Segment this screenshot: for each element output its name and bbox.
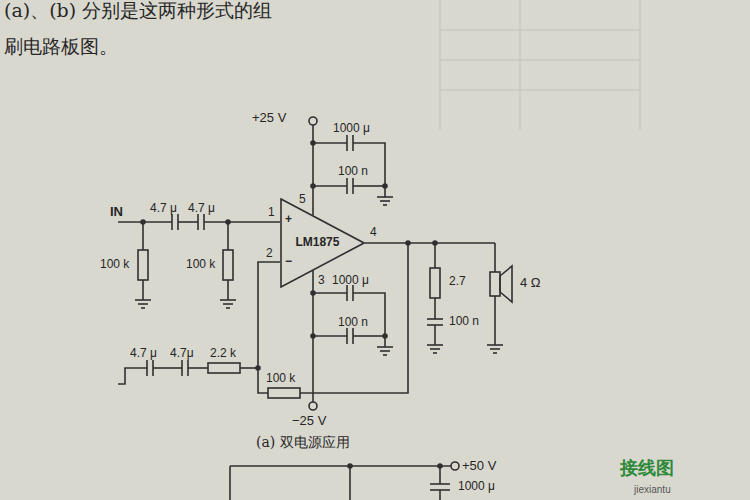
- pin-number: 3: [318, 274, 325, 288]
- supply-voltage: −25 V: [292, 414, 326, 429]
- capacitor-value: 100 n: [338, 316, 368, 330]
- capacitor-value: 1000 μ: [332, 274, 369, 288]
- signal-name: IN: [110, 205, 123, 220]
- capacitor-value: 1000 μ: [333, 122, 370, 136]
- resistor-value: 100 k: [266, 372, 295, 386]
- figure-caption: (a) 双电源应用: [256, 434, 350, 450]
- pin-number: 1: [268, 206, 275, 220]
- watermark: 接线图: [620, 458, 674, 479]
- supply-voltage: +50 V: [462, 459, 496, 474]
- amplifier-chip: LM1875: [280, 198, 365, 288]
- input-polarity: −: [285, 255, 292, 269]
- resistor-value: 100 k: [186, 258, 215, 272]
- capacitor-value: 100 n: [449, 315, 479, 329]
- watermark: jiexiantu: [634, 484, 671, 496]
- resistor-value: 2.2 k: [210, 347, 236, 361]
- body-text: (a)、(b) 分别是这两种形式的组: [4, 0, 272, 22]
- speaker-impedance: 4 Ω: [520, 276, 541, 291]
- pin-number: 4: [370, 226, 377, 240]
- capacitor-value: 4.7 μ: [188, 202, 215, 216]
- capacitor-value: 4.7 μ: [130, 347, 157, 361]
- supply-voltage: +25 V: [252, 111, 286, 126]
- pin-number: 2: [266, 247, 273, 261]
- input-polarity: +: [285, 213, 292, 227]
- chip-name: LM1875: [295, 236, 339, 250]
- capacitor-value: 4.7 μ: [150, 202, 177, 216]
- capacitor-value: 1000 μ: [458, 480, 495, 494]
- pin-number: 5: [299, 193, 306, 207]
- resistor-value: 100 k: [100, 258, 129, 272]
- capacitor-value: 100 n: [338, 165, 368, 179]
- body-text: 刷电路板图。: [4, 36, 118, 58]
- resistor-value: 2.7: [449, 275, 466, 289]
- capacitor-value: 4.7μ: [170, 347, 194, 361]
